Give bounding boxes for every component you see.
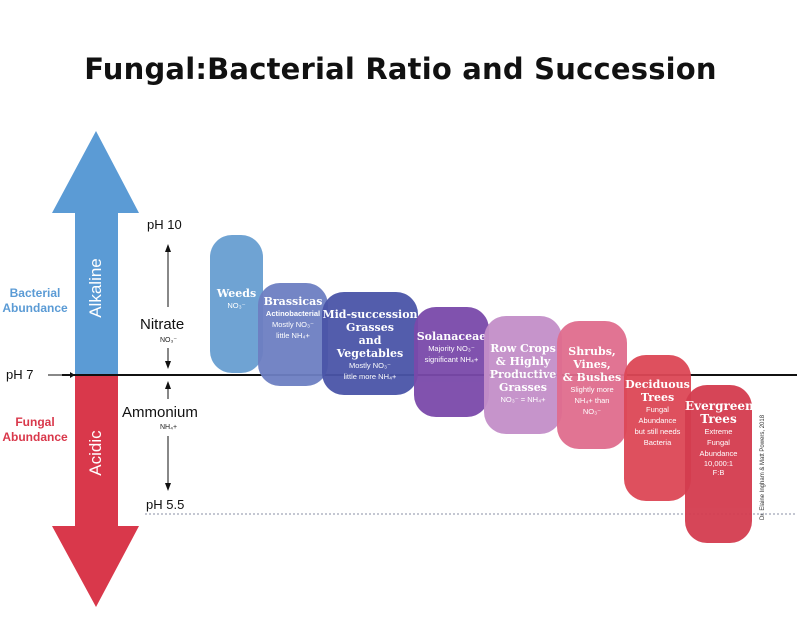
box-deciduous-title-1: Deciduous xyxy=(625,378,690,391)
box-brassicas-note-2: little NH₄+ xyxy=(276,331,310,340)
box-evergreen-note-2: Fungal xyxy=(707,438,730,447)
ph7-pointer-head xyxy=(70,372,75,378)
box-deciduous-trees: Deciduous Trees Fungal Abundance but sti… xyxy=(624,355,691,501)
box-row-crops-note: NO₃⁻ = NH₄+ xyxy=(500,395,546,404)
box-shrubs-note-2: NH₄+ than xyxy=(574,396,610,405)
alkaline-label: Alkaline xyxy=(86,258,105,318)
box-evergreen-title-1: Evergreen xyxy=(685,399,754,413)
bacterial-label-line-1: Bacterial xyxy=(9,286,61,300)
box-brassicas: Brassicas Actinobacterial Mostly NO₃⁻ li… xyxy=(258,283,328,386)
box-brassicas-note-1: Mostly NO₃⁻ xyxy=(271,320,314,329)
bacterial-label-line-2: Abundance xyxy=(2,301,68,315)
box-mid-succession-title-1: Mid-succession xyxy=(322,308,418,321)
scale-down-arrowhead-lower xyxy=(165,483,171,491)
box-row-crops-title-1: Row Crops xyxy=(490,342,556,355)
box-shrubs: Shrubs, Vines, & Bushes Slightly more NH… xyxy=(557,321,627,449)
box-evergreen-note-4: 10,000:1 xyxy=(703,459,734,468)
box-deciduous-title-2: Trees xyxy=(640,391,675,404)
nitrate-label: Nitrate xyxy=(140,316,185,333)
box-evergreen-note-1: Extreme xyxy=(704,427,733,436)
scale-down-arrowhead-upper xyxy=(165,361,171,369)
box-mid-succession-note-2: little more NH₄+ xyxy=(343,372,397,381)
box-weeds-title: Weeds xyxy=(216,287,257,300)
acidic-label: Acidic xyxy=(86,430,105,476)
box-row-crops-title-4: Grasses xyxy=(499,381,547,394)
scale-up-arrowhead-upper xyxy=(165,244,171,252)
ph7-label: pH 7 xyxy=(6,367,34,382)
diagram-title: Fungal:Bacterial Ratio and Succession xyxy=(84,52,717,86)
box-evergreen-trees: Evergreen Trees Extreme Fungal Abundance… xyxy=(685,385,754,543)
bacterial-abundance-label: Bacterial Abundance xyxy=(0,286,70,316)
box-solanaceae-note-1: Majority NO₃⁻ xyxy=(428,344,475,353)
box-mid-succession-title-4: Vegetables xyxy=(336,347,404,360)
box-solanaceae-note-2: significant NH₄+ xyxy=(424,355,479,364)
box-weeds: Weeds NO₃⁻ xyxy=(210,235,263,373)
box-solanaceae: Solanaceae Majority NO₃⁻ significant NH₄… xyxy=(414,307,489,417)
alkaline-arrow xyxy=(52,131,139,376)
box-deciduous-note-4: Bacteria xyxy=(643,438,672,447)
box-mid-succession-title-2: Grasses xyxy=(346,321,394,334)
box-mid-succession-note-1: Mostly NO₃⁻ xyxy=(348,361,391,370)
box-deciduous-note-1: Fungal xyxy=(646,405,669,414)
ammonium-sub-label: NH₄+ xyxy=(160,424,178,431)
credit-text: Dr. Elaine Ingham & Matt Powers, 2018 xyxy=(760,414,766,520)
fungal-label-line-2: Abundance xyxy=(2,430,68,444)
box-brassicas-bold-note: Actinobacterial xyxy=(265,309,321,318)
box-mid-succession-title-3: and xyxy=(358,334,382,347)
box-shrubs-title-3: & Bushes xyxy=(562,371,622,384)
acidic-arrow xyxy=(52,376,139,607)
ammonium-label: Ammonium xyxy=(122,404,198,421)
scale-up-arrowhead-lower xyxy=(165,381,171,389)
box-solanaceae-title: Solanaceae xyxy=(416,330,487,343)
box-evergreen-note-3: Abundance xyxy=(699,449,738,458)
box-row-crops-title-2: & Highly xyxy=(495,355,551,368)
box-shrubs-note-3: NO₃⁻ xyxy=(582,407,602,416)
fungal-label-line-1: Fungal xyxy=(15,415,55,429)
box-row-crops: Row Crops & Highly Productive Grasses NO… xyxy=(484,316,562,434)
nitrate-sub-label: NO₃⁻ xyxy=(160,337,178,344)
fungal-abundance-label: Fungal Abundance xyxy=(0,415,70,445)
box-evergreen-title-2: Trees xyxy=(700,412,737,426)
box-shrubs-title-2: Vines, xyxy=(573,358,611,371)
box-brassicas-title: Brassicas xyxy=(263,295,323,308)
box-shrubs-title-1: Shrubs, xyxy=(568,345,616,358)
ph55-label: pH 5.5 xyxy=(146,497,185,512)
box-shrubs-note-1: Slightly more xyxy=(570,385,614,394)
box-deciduous-note-2: Abundance xyxy=(638,416,677,425)
box-row-crops-title-3: Productive xyxy=(489,368,557,381)
box-evergreen-note-5: F:B xyxy=(712,468,725,477)
box-deciduous-note-3: but still needs xyxy=(634,427,681,436)
box-weeds-note: NO₃⁻ xyxy=(227,301,246,310)
ph10-label: pH 10 xyxy=(147,217,182,232)
box-mid-succession: Mid-succession Grasses and Vegetables Mo… xyxy=(322,292,418,395)
